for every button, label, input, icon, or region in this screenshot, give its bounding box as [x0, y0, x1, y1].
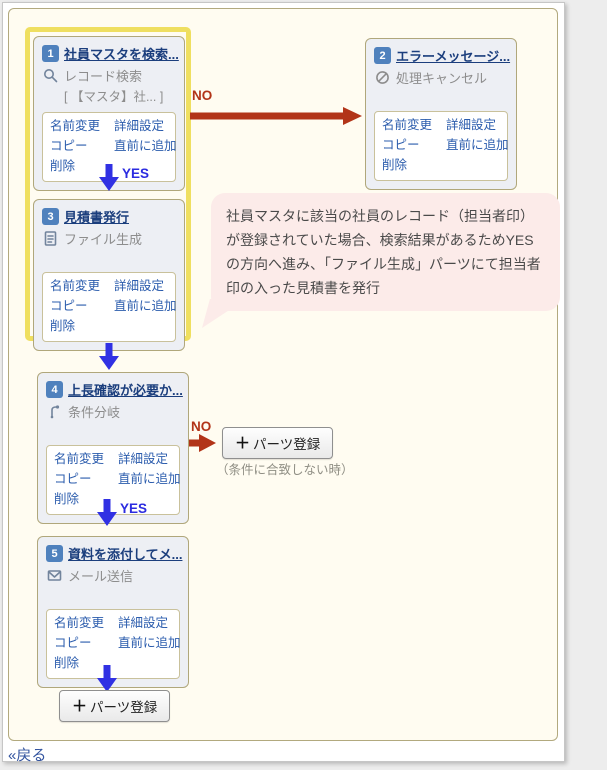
insert-before-link[interactable]: 直前に追加 — [446, 138, 509, 152]
cancel-icon — [375, 70, 390, 85]
copy-link[interactable]: コピー — [54, 636, 92, 650]
part-header: 4 上長確認が必要か... — [46, 380, 183, 399]
detail-settings-link[interactable]: 詳細設定 — [114, 119, 165, 133]
part-header: 3 見積書発行 — [42, 207, 176, 226]
part-box-3: 3 見積書発行 ファイル生成 名前変更 詳細設定 コピー 直前に追加 削除 — [33, 199, 185, 351]
delete-link[interactable]: 削除 — [50, 319, 76, 333]
part-type-row: ファイル生成 — [43, 229, 176, 248]
flow-arrow-down — [97, 665, 117, 692]
rename-link[interactable]: 名前変更 — [50, 119, 101, 133]
part-number-badge: 2 — [374, 47, 391, 64]
part-number-badge: 5 — [46, 545, 63, 562]
part-type-label: メール送信 — [68, 569, 134, 584]
copy-link[interactable]: コピー — [382, 138, 420, 152]
delete-link[interactable]: 削除 — [50, 159, 76, 173]
detail-settings-link[interactable]: 詳細設定 — [114, 279, 165, 293]
add-part-button-no-branch[interactable]: ＋ パーツ登録 — [222, 427, 334, 459]
part-menu: 名前変更 詳細設定 コピー 直前に追加 削除 — [42, 112, 177, 182]
part-target-label: [ 【マスタ】社... ] — [64, 90, 164, 104]
delete-link[interactable]: 削除 — [54, 656, 80, 670]
part-header: 5 資料を添付してメ... — [46, 544, 183, 563]
insert-before-link[interactable]: 直前に追加 — [118, 472, 181, 486]
part-menu: 名前変更 詳細設定 コピー 直前に追加 削除 — [42, 272, 177, 342]
yes-arrow-down — [99, 164, 119, 191]
part-number-badge: 3 — [42, 208, 59, 225]
mail-icon — [47, 568, 62, 583]
part-box-2: 2 エラーメッセージ... 処理キャンセル 名前変更 詳細設定 コピー 直前に追… — [365, 38, 517, 190]
part-type-row: 条件分岐 — [47, 402, 180, 421]
part-number-badge: 4 — [46, 381, 63, 398]
add-part-label: パーツ登録 — [90, 699, 158, 715]
plus-icon: ＋ — [235, 435, 251, 452]
detail-settings-link[interactable]: 詳細設定 — [118, 616, 169, 630]
insert-before-link[interactable]: 直前に追加 — [114, 299, 177, 313]
part-type-row: レコード検索 — [43, 66, 176, 85]
rename-link[interactable]: 名前変更 — [50, 279, 101, 293]
insert-before-link[interactable]: 直前に追加 — [114, 139, 177, 153]
part-menu: 名前変更 詳細設定 コピー 直前に追加 削除 — [374, 111, 509, 181]
part-box-4: 4 上長確認が必要か... 条件分岐 名前変更 詳細設定 コピー 直前に追加 削… — [37, 372, 189, 524]
delete-link[interactable]: 削除 — [54, 492, 80, 506]
branch-icon — [47, 404, 62, 419]
insert-before-link[interactable]: 直前に追加 — [118, 636, 181, 650]
yes-branch-label: YES — [122, 166, 150, 181]
part-title-link[interactable]: エラーメッセージ... — [396, 49, 511, 64]
part-title-link[interactable]: 上長確認が必要か... — [68, 383, 183, 398]
part-menu: 名前変更 詳細設定 コピー 直前に追加 削除 — [46, 609, 181, 679]
copy-link[interactable]: コピー — [50, 139, 88, 153]
part-type-label: レコード検索 — [64, 69, 143, 84]
part-type-label: 条件分岐 — [68, 405, 121, 420]
part-type-row: メール送信 — [47, 566, 180, 585]
part-header: 2 エラーメッセージ... — [374, 46, 511, 65]
rename-link[interactable]: 名前変更 — [54, 616, 105, 630]
rename-link[interactable]: 名前変更 — [382, 118, 433, 132]
detail-settings-link[interactable]: 詳細設定 — [446, 118, 497, 132]
part-number-badge: 1 — [42, 45, 59, 62]
no-match-caption: （条件に合致しない時） — [216, 463, 354, 477]
part-type-label: 処理キャンセル — [396, 71, 488, 86]
yes-arrow-down — [97, 499, 117, 526]
part-box-5: 5 資料を添付してメ... メール送信 名前変更 詳細設定 コピー 直前に追加 … — [37, 536, 189, 688]
flow-arrow-down — [99, 343, 119, 370]
file-icon — [43, 231, 58, 246]
copy-link[interactable]: コピー — [50, 299, 88, 313]
no-arrow-right-short — [189, 434, 216, 452]
yes-branch-label: YES — [120, 501, 148, 516]
part-header: 1 社員マスタを検索... — [42, 44, 179, 63]
search-icon — [43, 68, 58, 83]
back-link[interactable]: «戻る — [8, 747, 47, 764]
part-title-link[interactable]: 社員マスタを検索... — [64, 47, 179, 62]
part-title-link[interactable]: 資料を添付してメ... — [68, 547, 183, 562]
no-branch-label: NO — [191, 419, 212, 434]
rename-link[interactable]: 名前変更 — [54, 452, 105, 466]
add-part-button-end[interactable]: ＋ パーツ登録 — [59, 690, 171, 722]
plus-icon: ＋ — [72, 698, 88, 715]
delete-link[interactable]: 削除 — [382, 158, 408, 172]
part-title-link[interactable]: 見積書発行 — [64, 210, 130, 225]
part-type-label: ファイル生成 — [64, 232, 143, 247]
part-menu: 名前変更 詳細設定 コピー 直前に追加 削除 — [46, 445, 181, 515]
no-branch-label: NO — [192, 88, 213, 103]
copy-link[interactable]: コピー — [54, 472, 92, 486]
no-arrow-right — [190, 107, 362, 125]
part-type-row: 処理キャンセル — [375, 68, 508, 87]
add-part-label: パーツ登録 — [253, 436, 321, 452]
detail-settings-link[interactable]: 詳細設定 — [118, 452, 169, 466]
annotation-bubble: 社員マスタに該当の社員のレコード（担当者印）が登録されていた場合、検索結果がある… — [211, 193, 560, 311]
